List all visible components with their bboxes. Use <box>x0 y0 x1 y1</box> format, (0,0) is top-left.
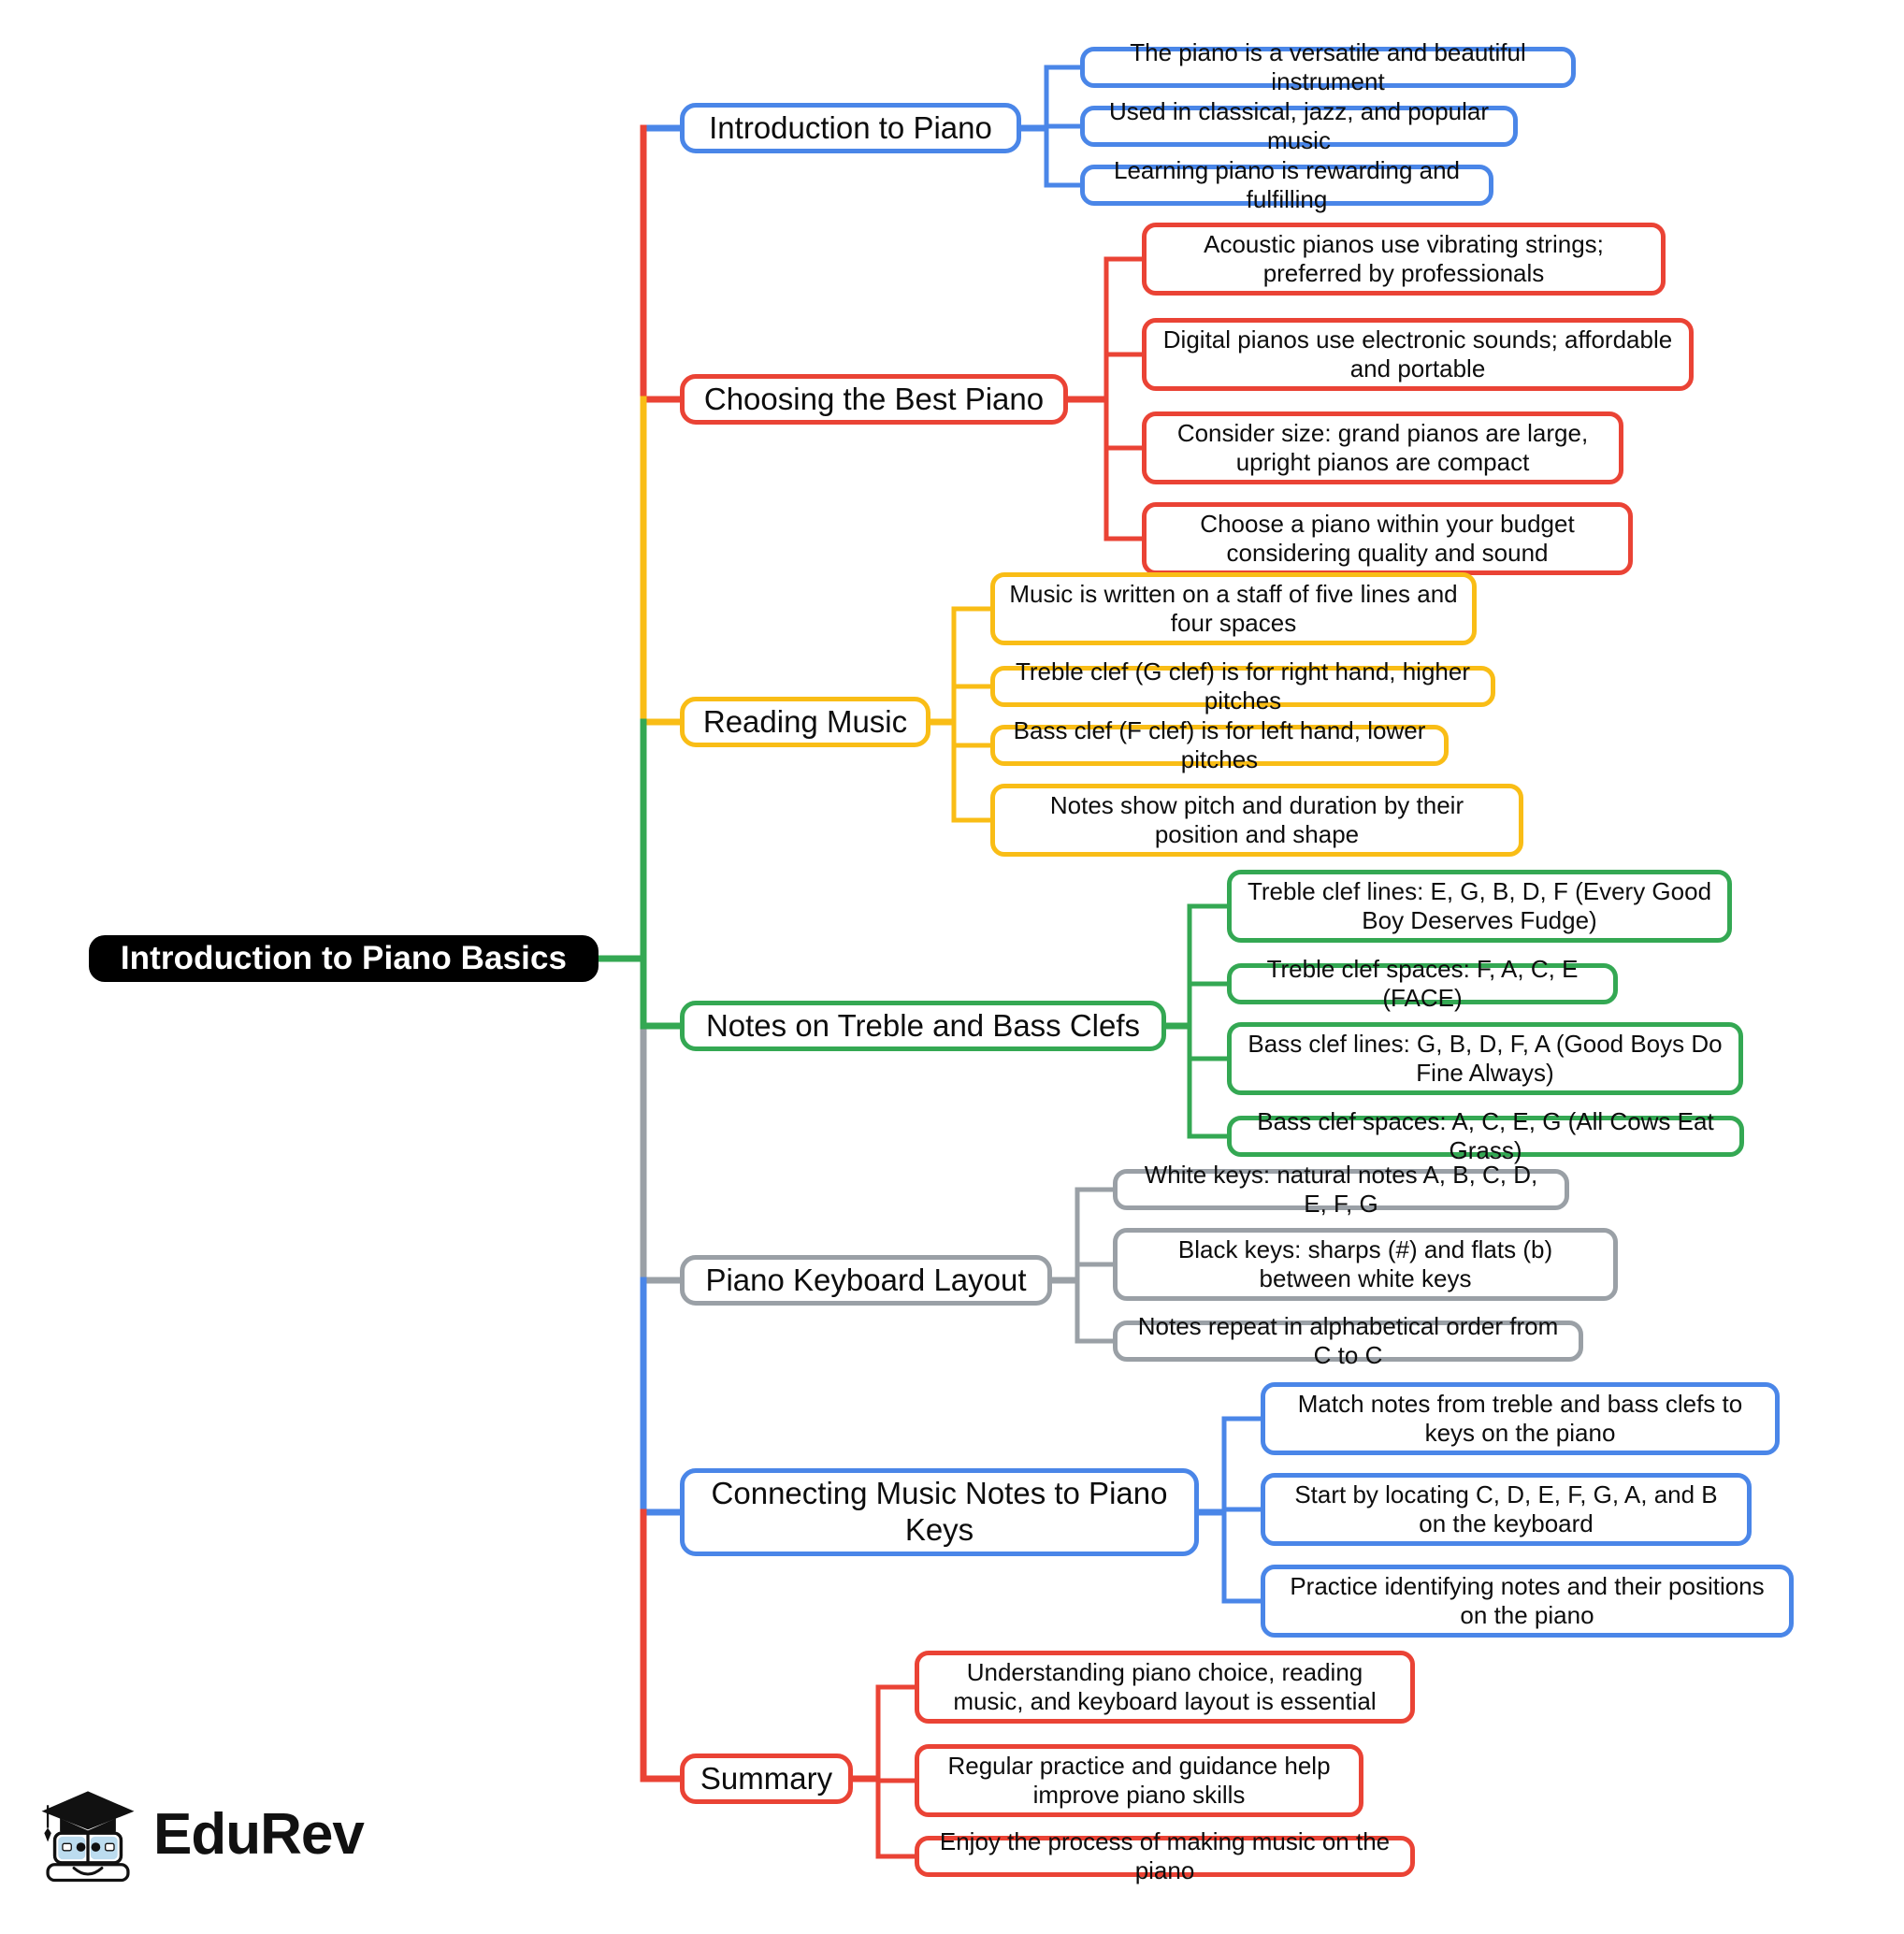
leaf-node-label: Bass clef spaces: A, C, E, G (All Cows E… <box>1257 1107 1714 1164</box>
leaf-node[interactable]: Learning piano is rewarding and fulfilli… <box>1080 156 1493 213</box>
leaf-node-label: Treble clef spaces: F, A, C, E (FACE) <box>1266 955 1579 1012</box>
leaf-node-label: Notes repeat in alphabetical order from … <box>1137 1312 1559 1369</box>
leaf-node-label: White keys: natural notes A, B, C, D, E,… <box>1144 1161 1538 1218</box>
leaf-node-label: Choose a piano within your budget consid… <box>1200 510 1575 567</box>
branch-node-choosing-the-best-piano[interactable]: Choosing the Best Piano <box>680 374 1068 425</box>
branch-node-label: Reading Music <box>702 703 908 739</box>
branch-node-reading-music[interactable]: Reading Music <box>680 697 930 747</box>
branch-node-label: Choosing the Best Piano <box>703 381 1045 416</box>
leaf-node[interactable]: Choose a piano within your budget consid… <box>1142 502 1633 575</box>
leaf-node[interactable]: The piano is a versatile and beautiful i… <box>1080 38 1576 95</box>
leaf-node[interactable]: Treble clef lines: E, G, B, D, F (Every … <box>1227 870 1732 943</box>
leaf-node[interactable]: Treble clef spaces: F, A, C, E (FACE) <box>1227 955 1618 1012</box>
leaf-node-label: Match notes from treble and bass clefs t… <box>1297 1390 1743 1447</box>
leaf-node-label: Treble clef lines: E, G, B, D, F (Every … <box>1247 877 1712 934</box>
root-node[interactable]: Introduction to Piano Basics <box>89 935 599 982</box>
edurev-wordmark: EduRev <box>153 1802 365 1867</box>
leaf-node[interactable]: Music is written on a staff of five line… <box>990 572 1477 645</box>
root-node-label: Introduction to Piano Basics <box>120 940 568 977</box>
leaf-node-label: Start by locating C, D, E, F, G, A, and … <box>1294 1480 1718 1537</box>
leaf-node-label: Notes show pitch and duration by their p… <box>1049 791 1464 848</box>
leaf-node[interactable]: White keys: natural notes A, B, C, D, E,… <box>1113 1161 1569 1218</box>
leaf-node-label: Understanding piano choice, reading musi… <box>953 1658 1377 1715</box>
branch-node-summary[interactable]: Summary <box>680 1754 853 1804</box>
branch-node-label: Piano Keyboard Layout <box>705 1262 1027 1297</box>
leaf-node[interactable]: Used in classical, jazz, and popular mus… <box>1080 97 1518 154</box>
leaf-node[interactable]: Match notes from treble and bass clefs t… <box>1261 1382 1780 1455</box>
leaf-node[interactable]: Bass clef spaces: A, C, E, G (All Cows E… <box>1227 1107 1744 1164</box>
leaf-node[interactable]: Notes show pitch and duration by their p… <box>990 784 1523 857</box>
leaf-node[interactable]: Regular practice and guidance help impro… <box>915 1744 1363 1817</box>
leaf-node-label: Enjoy the process of making music on the… <box>939 1827 1391 1884</box>
leaf-node[interactable]: Consider size: grand pianos are large, u… <box>1142 411 1623 484</box>
branch-node-connecting-music-notes-to-piano-keys[interactable]: Connecting Music Notes to Piano Keys <box>680 1468 1199 1556</box>
leaf-node[interactable]: Bass clef lines: G, B, D, F, A (Good Boy… <box>1227 1022 1743 1095</box>
branch-node-label: Notes on Treble and Bass Clefs <box>705 1007 1141 1043</box>
leaf-node-label: Bass clef (F clef) is for left hand, low… <box>1013 716 1426 773</box>
leaf-node-label: The piano is a versatile and beautiful i… <box>1130 38 1526 95</box>
leaf-node[interactable]: Digital pianos use electronic sounds; af… <box>1142 318 1694 391</box>
leaf-node-label: Regular practice and guidance help impro… <box>947 1752 1331 1809</box>
branch-node-label: Introduction to Piano <box>709 109 992 145</box>
leaf-node-label: Learning piano is rewarding and fulfilli… <box>1113 156 1461 213</box>
leaf-node[interactable]: Enjoy the process of making music on the… <box>915 1827 1415 1884</box>
graduation-cap-book-icon <box>41 1791 135 1883</box>
leaf-node-label: Treble clef (G clef) is for right hand, … <box>1015 657 1470 714</box>
edurev-logo: EduRev <box>36 1779 372 1891</box>
branch-node-introduction-to-piano[interactable]: Introduction to Piano <box>680 103 1021 153</box>
leaf-node-label: Music is written on a staff of five line… <box>1009 580 1458 637</box>
leaf-node[interactable]: Bass clef (F clef) is for left hand, low… <box>990 716 1449 773</box>
branch-node-notes-on-treble-and-bass-clefs[interactable]: Notes on Treble and Bass Clefs <box>680 1001 1166 1051</box>
leaf-node-label: Bass clef lines: G, B, D, F, A (Good Boy… <box>1248 1030 1723 1087</box>
leaf-node-label: Consider size: grand pianos are large, u… <box>1176 419 1589 476</box>
leaf-node[interactable]: Start by locating C, D, E, F, G, A, and … <box>1261 1473 1752 1546</box>
leaf-node-label: Acoustic pianos use vibrating strings; p… <box>1204 230 1604 287</box>
leaf-node-label: Practice identifying notes and their pos… <box>1290 1572 1765 1629</box>
leaf-node-label: Black keys: sharps (#) and flats (b) bet… <box>1177 1235 1553 1292</box>
leaf-node[interactable]: Black keys: sharps (#) and flats (b) bet… <box>1113 1228 1618 1301</box>
leaf-node[interactable]: Practice identifying notes and their pos… <box>1261 1565 1794 1638</box>
leaf-node[interactable]: Acoustic pianos use vibrating strings; p… <box>1142 223 1666 296</box>
branch-node-label: Summary <box>700 1760 833 1796</box>
leaf-node-label: Digital pianos use electronic sounds; af… <box>1162 325 1673 382</box>
leaf-node[interactable]: Understanding piano choice, reading musi… <box>915 1651 1415 1724</box>
leaf-node[interactable]: Treble clef (G clef) is for right hand, … <box>990 657 1495 714</box>
leaf-node[interactable]: Notes repeat in alphabetical order from … <box>1113 1312 1583 1369</box>
branch-node-label: Connecting Music Notes to Piano Keys <box>711 1476 1168 1547</box>
leaf-node-label: Used in classical, jazz, and popular mus… <box>1108 97 1490 154</box>
branch-node-piano-keyboard-layout[interactable]: Piano Keyboard Layout <box>680 1255 1052 1306</box>
